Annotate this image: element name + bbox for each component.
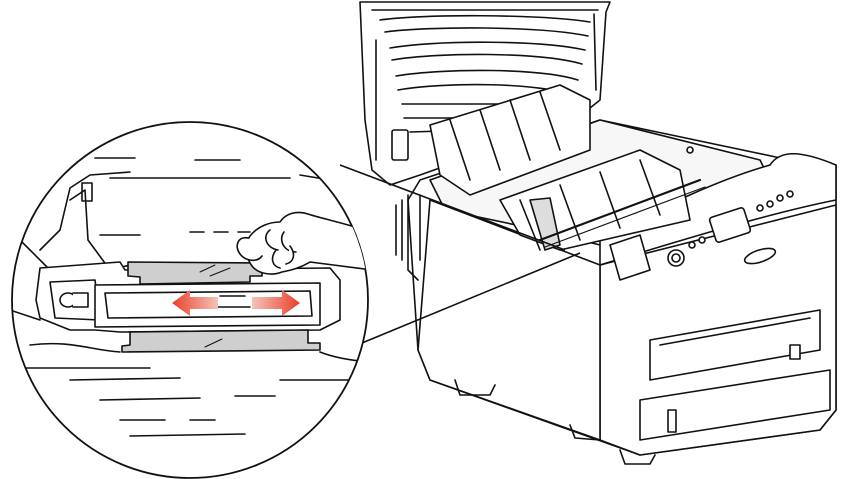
hand-with-cloth (236, 211, 368, 275)
printer-illustration (359, 1, 837, 465)
printer-frame-lines (19, 342, 368, 437)
wipe-direction-arrows (172, 290, 300, 316)
toner-cartridges (429, 84, 706, 281)
left-arrow-icon (172, 290, 218, 316)
lens-strips (121, 261, 321, 353)
zoom-callout-lines (339, 164, 581, 344)
right-arrow-icon (252, 290, 300, 316)
lens-strip-top (127, 261, 263, 285)
lens-strip-bottom (121, 329, 321, 353)
magnified-detail-circle (11, 121, 369, 479)
